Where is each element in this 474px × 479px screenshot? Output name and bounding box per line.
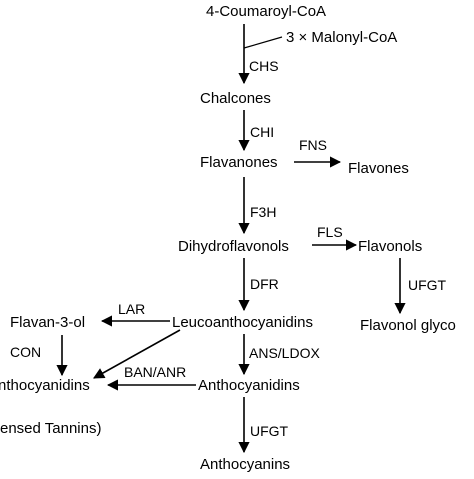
node-leucoanthocyanidins: Leucoanthocyanidins [172,314,313,331]
enzyme-f3h: F3H [250,204,276,220]
node-anthocyanidins: Anthocyanidins [198,377,300,394]
malonyl-join-line [243,36,283,49]
enzyme-dfr: DFR [250,276,279,292]
enzyme-ufgt-anthocyanin: UFGT [250,423,289,439]
enzyme-lar: LAR [118,301,145,317]
node-chalcones: Chalcones [200,90,271,107]
node-flavonols: Flavonols [358,238,422,255]
node-proanthocyanidins: nthocyanidins [0,377,90,394]
enzyme-ban-anr: BAN/ANR [124,364,186,380]
enzyme-chs: CHS [249,58,279,74]
enzyme-con: CON [10,344,41,360]
node-4-coumaroyl-coa: 4-Coumaroyl-CoA [206,3,326,20]
node-condensed-tannins: ensed Tannins) [0,420,101,437]
arrow-leuco-to-proanthocyanidins [93,329,181,379]
node-flavonol-glycosides: Flavonol glyco [360,317,456,334]
node-flavones: Flavones [348,160,409,177]
node-malonyl-coa: 3 × Malonyl-CoA [286,29,397,46]
node-flavanones: Flavanones [200,154,278,171]
enzyme-fls: FLS [317,224,343,240]
enzyme-fns: FNS [299,137,327,153]
enzyme-chi: CHI [250,124,274,140]
node-flavan-3-ol: Flavan-3-ol [10,314,85,331]
node-anthocyanins: Anthocyanins [200,456,290,473]
enzyme-ufgt-flavonol: UFGT [408,277,447,293]
node-dihydroflavonols: Dihydroflavonols [178,238,289,255]
enzyme-ans-ldox: ANS/LDOX [249,345,320,361]
